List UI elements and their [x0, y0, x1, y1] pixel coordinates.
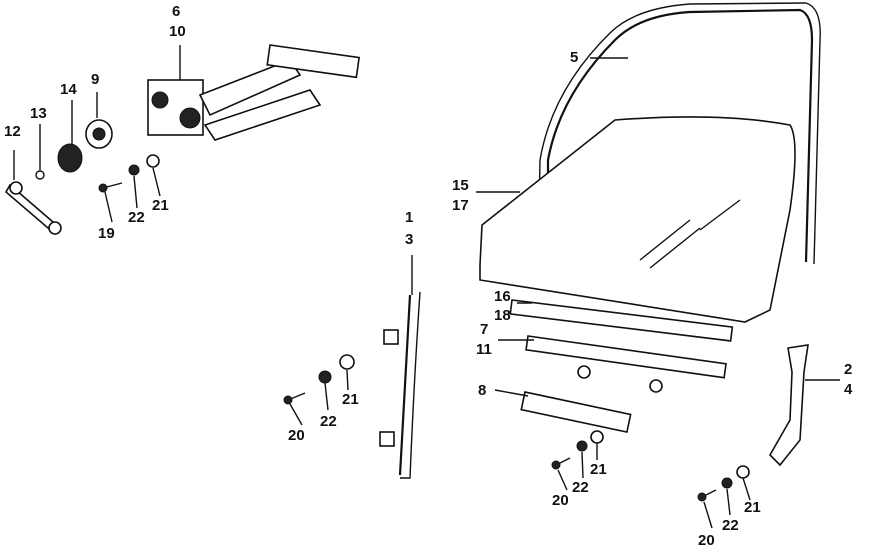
run-channel [546, 8, 814, 263]
callout-7: 7 [480, 321, 489, 338]
callout-21: 21 [152, 197, 169, 214]
callout-8: 8 [478, 382, 487, 399]
hw-regulator [98, 154, 160, 193]
callout-22: 22 [320, 413, 337, 430]
hw-front [283, 354, 355, 405]
weatherstrip-7 [525, 335, 727, 379]
sash-channel [520, 391, 632, 434]
callout-14: 14 [60, 81, 77, 98]
rear-channel [769, 344, 809, 467]
window-regulator [147, 44, 361, 141]
callout-1: 1 [405, 209, 414, 226]
callout-16: 16 [494, 288, 511, 305]
callout-9: 9 [91, 71, 100, 88]
callout-13: 13 [30, 105, 47, 122]
callout-18: 18 [494, 307, 511, 324]
callout-4: 4 [844, 381, 853, 398]
callout-17: 17 [452, 197, 469, 214]
weatherstrip-16 [509, 299, 734, 342]
callout-10: 10 [169, 23, 186, 40]
callout-12: 12 [4, 123, 21, 140]
callout-11: 11 [476, 341, 492, 358]
door-glass [479, 116, 796, 323]
callout-3: 3 [405, 231, 414, 248]
callout-22: 22 [128, 209, 145, 226]
callout-22: 22 [722, 517, 739, 534]
callout-20: 20 [288, 427, 305, 444]
callout-6: 6 [172, 3, 181, 20]
escutcheon [57, 143, 83, 173]
front-channel [398, 294, 412, 476]
callout-19: 19 [98, 225, 115, 242]
callout-5: 5 [570, 49, 579, 66]
callout-2: 2 [844, 361, 853, 378]
callout-21: 21 [744, 499, 761, 516]
hw-rear [697, 465, 750, 502]
callout-20: 20 [552, 492, 569, 509]
callout-22: 22 [572, 479, 589, 496]
callout-21: 21 [590, 461, 607, 478]
callout-21: 21 [342, 391, 359, 408]
callout-20: 20 [698, 532, 715, 549]
callout-15: 15 [452, 177, 469, 194]
